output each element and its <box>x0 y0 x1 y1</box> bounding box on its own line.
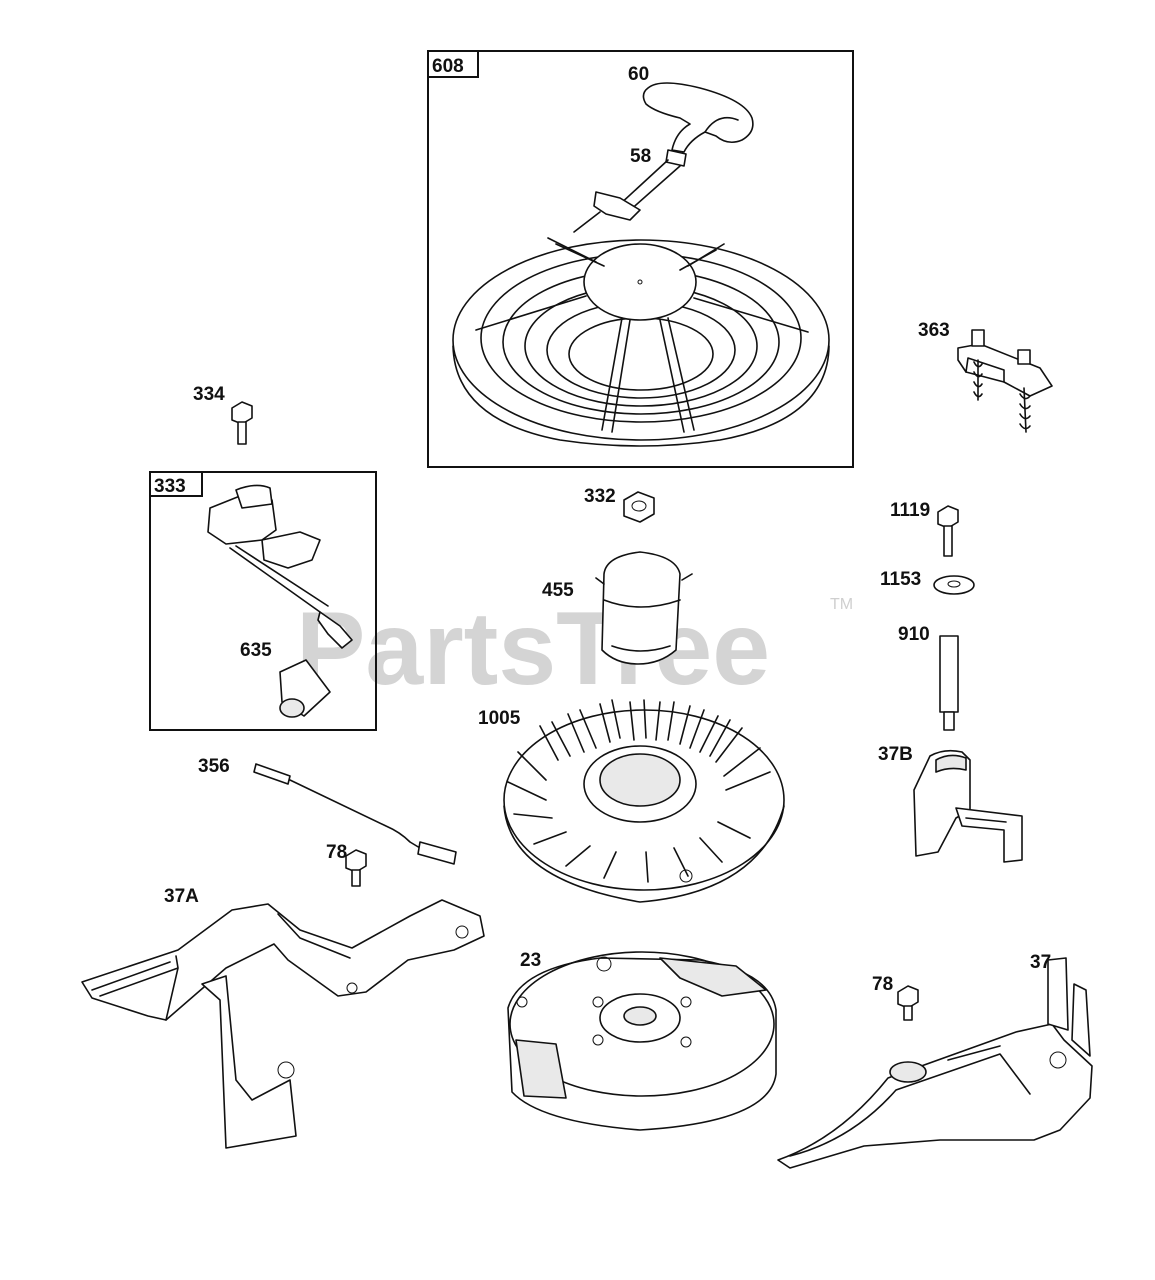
label-37a: 37A <box>164 886 199 907</box>
bracket-363-part[interactable] <box>957 329 1053 433</box>
label-334: 334 <box>193 384 225 405</box>
ignition-armature-part[interactable] <box>207 484 353 718</box>
watermark-text: PartsTree <box>296 591 770 707</box>
washer-1153-part[interactable] <box>933 575 975 595</box>
group-333: 333 <box>149 471 377 731</box>
starter-handle-part[interactable] <box>573 82 754 233</box>
air-guide-37-part[interactable] <box>777 957 1093 1169</box>
label-23: 23 <box>520 950 541 971</box>
label-60: 60 <box>628 64 649 85</box>
group-608-tag: 608 <box>432 56 464 77</box>
air-guide-37a-part[interactable] <box>81 899 485 1149</box>
label-635: 635 <box>240 640 272 661</box>
label-455: 455 <box>542 580 574 601</box>
flywheel-fan-part[interactable] <box>503 699 785 903</box>
label-332: 332 <box>584 486 616 507</box>
spacer-910-part[interactable] <box>939 635 959 731</box>
label-78-right: 78 <box>872 974 893 995</box>
label-1153: 1153 <box>880 569 921 590</box>
bolt-334-part[interactable] <box>231 401 253 445</box>
label-356: 356 <box>198 756 230 777</box>
cup-455-part[interactable] <box>595 551 693 665</box>
label-37b: 37B <box>878 744 913 765</box>
bolt-1119-part[interactable] <box>937 505 959 557</box>
screw-78-left-part[interactable] <box>345 849 367 887</box>
watermark-trademark: TM <box>830 596 853 613</box>
label-363: 363 <box>918 320 950 341</box>
label-58: 58 <box>630 146 651 167</box>
label-37: 37 <box>1030 952 1051 973</box>
screw-78-right-part[interactable] <box>897 985 919 1021</box>
flywheel-23-part[interactable] <box>507 951 777 1131</box>
label-1005: 1005 <box>478 708 521 729</box>
nut-332-part[interactable] <box>623 491 655 523</box>
label-78-left: 78 <box>326 842 347 863</box>
group-333-tag: 333 <box>154 476 186 497</box>
bracket-37b-part[interactable] <box>913 749 1023 863</box>
starter-housing-part[interactable] <box>452 237 830 447</box>
label-1119: 1119 <box>890 500 930 521</box>
wire-356-part[interactable] <box>253 763 457 865</box>
label-910: 910 <box>898 624 930 645</box>
group-608: 608 <box>427 50 854 468</box>
